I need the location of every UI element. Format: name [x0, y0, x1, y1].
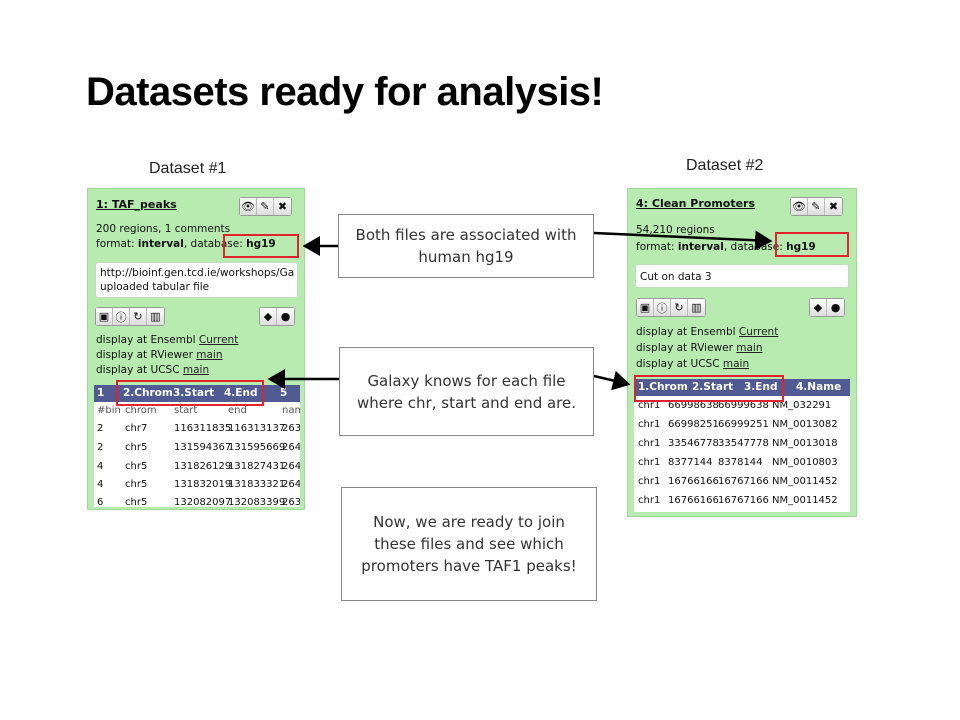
dataset-1-tags: ◆ ● — [259, 307, 295, 326]
callout-join: Now, we are ready to join these files an… — [341, 487, 597, 601]
dataset-1-display-rviewer: display at RViewer main — [96, 349, 223, 361]
tag-icon[interactable]: ◆ — [260, 308, 277, 325]
slide-title: Datasets ready for analysis! — [86, 70, 604, 114]
ucsc-link[interactable]: main — [722, 358, 750, 370]
dataset-2-title[interactable]: 4: Clean Promoters — [636, 197, 756, 210]
dataset-2-display-ucsc: display at UCSC main — [636, 358, 750, 370]
info-icon[interactable]: ⓘ — [113, 308, 130, 325]
dataset-2-tags: ◆ ● — [809, 298, 845, 317]
dataset-2-panel: 4: Clean Promoters 👁 ✎ ✖ 54,210 regions … — [627, 188, 857, 517]
dataset-1-tools: ▣ ⓘ ↻ ▥ — [95, 307, 165, 326]
dataset-2-display-ensembl: display at Ensembl Current — [636, 326, 779, 338]
dataset-2-label: Dataset #2 — [686, 157, 764, 174]
hg19-highlight-2 — [775, 232, 849, 257]
pencil-icon[interactable]: ✎ — [257, 198, 274, 215]
eye-icon[interactable]: 👁 — [791, 198, 808, 215]
dataset-2-actions: 👁 ✎ ✖ — [790, 197, 843, 216]
ucsc-link[interactable]: main — [182, 364, 210, 376]
dataset-1-format: format: interval, database: hg19 — [96, 238, 276, 250]
callout-columns: Galaxy knows for each file where chr, st… — [339, 347, 594, 436]
dataset-1-display-ensembl: display at Ensembl Current — [96, 334, 239, 346]
ensembl-link[interactable]: Current — [738, 326, 779, 338]
arrow-to-columns-2 — [593, 370, 631, 391]
refresh-icon[interactable]: ↻ — [130, 308, 147, 325]
dataset-2-display-rviewer: display at RViewer main — [636, 342, 763, 354]
dataset-1-panel: 1: TAF_peaks 👁 ✎ ✖ 200 regions, 1 commen… — [87, 188, 305, 510]
columns-highlight-2 — [634, 375, 784, 402]
callout-genome: Both files are associated with human hg1… — [338, 214, 594, 278]
hg19-highlight-1 — [223, 234, 299, 258]
table-header: 1 2.Chrom 3.Start 4.End 5 — [94, 385, 300, 402]
comment-icon[interactable]: ● — [277, 308, 294, 325]
dataset-1-label: Dataset #1 — [149, 160, 227, 177]
info-icon[interactable]: ⓘ — [654, 299, 671, 316]
save-icon[interactable]: ▣ — [637, 299, 654, 316]
arrow-to-hg19-2 — [593, 230, 773, 251]
eye-icon[interactable]: 👁 — [240, 198, 257, 215]
ensembl-link[interactable]: Current — [198, 334, 239, 346]
refresh-icon[interactable]: ↻ — [671, 299, 688, 316]
chart-icon[interactable]: ▥ — [147, 308, 164, 325]
dataset-1-info: http://bioinf.gen.tcd.ie/workshops/Ga up… — [95, 262, 298, 298]
dataset-1-actions: 👁 ✎ ✖ — [239, 197, 292, 216]
table-subheader: #bin chrom start end nam — [97, 405, 300, 416]
comment-icon[interactable]: ● — [827, 299, 844, 316]
rviewer-link[interactable]: main — [196, 349, 223, 361]
save-icon[interactable]: ▣ — [96, 308, 113, 325]
tag-icon[interactable]: ◆ — [810, 299, 827, 316]
dataset-2-tools: ▣ ⓘ ↻ ▥ — [636, 298, 706, 317]
dataset-2-summary: 54,210 regions — [636, 224, 715, 236]
columns-highlight-1 — [116, 380, 264, 406]
pencil-icon[interactable]: ✎ — [808, 198, 825, 215]
dataset-1-summary: 200 regions, 1 comments — [96, 223, 231, 235]
rviewer-link[interactable]: main — [736, 342, 763, 354]
dataset-1-display-ucsc: display at UCSC main — [96, 364, 210, 376]
dataset-2-info: Cut on data 3 — [635, 264, 849, 288]
close-icon[interactable]: ✖ — [825, 198, 842, 215]
table-header: 1.Chrom 2.Start 3.End 4.Name — [634, 379, 850, 396]
dataset-1-title[interactable]: 1: TAF_peaks — [96, 198, 177, 211]
close-icon[interactable]: ✖ — [274, 198, 291, 215]
chart-icon[interactable]: ▥ — [688, 299, 705, 316]
